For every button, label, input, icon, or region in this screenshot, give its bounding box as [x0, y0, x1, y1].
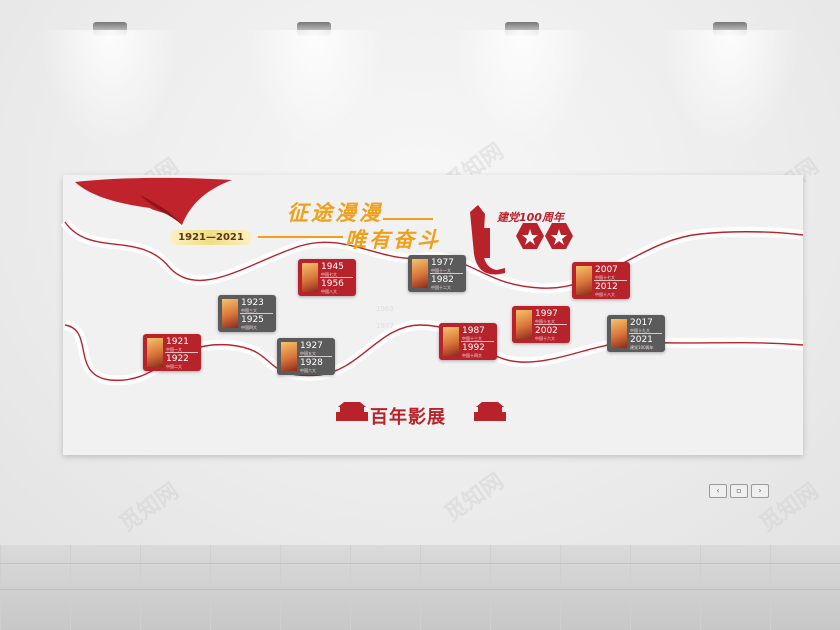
card-year: 1997 [535, 309, 558, 319]
divider [320, 277, 353, 278]
spotlight-glow [660, 30, 800, 150]
divider [461, 341, 494, 342]
display-board [63, 175, 803, 455]
timeline-card: 1977 中国十一大 1982 中国十二大 [408, 255, 466, 292]
card-caption: 中国六大 [300, 368, 316, 373]
divider [629, 333, 662, 334]
card-caption: 建党100周年 [630, 345, 654, 350]
card-year: 1925 [241, 315, 264, 325]
timeline-card: 1923 中国三大 1925 中国四大 [218, 295, 276, 332]
faint-year: 1969 [376, 305, 394, 313]
card-caption: 中国十六大 [535, 336, 555, 341]
faint-year: 1977 [376, 322, 394, 330]
timeline-card: 1997 中国十五大 2002 中国十六大 [512, 306, 570, 343]
photo-thumbnail [147, 338, 163, 367]
card-year: 2007 [595, 265, 618, 275]
centenary-emblem [470, 205, 573, 275]
timeline-card: 2007 中国十七大 2012 中国十八大 [572, 262, 630, 299]
bottom-title: 百年影展 [370, 407, 446, 428]
year-range-badge: 1921—2021 [170, 230, 252, 245]
floor [0, 545, 840, 630]
card-year: 1977 [431, 258, 454, 268]
headline-line2: 唯有奋斗 [345, 227, 441, 252]
card-year: 1928 [300, 358, 323, 368]
timeline-card: 1927 中国五大 1928 中国六大 [277, 338, 335, 375]
card-year: 1921 [166, 337, 189, 347]
card-year: 1922 [166, 354, 189, 364]
floor-line [0, 589, 840, 590]
spotlight-glow [245, 30, 385, 150]
card-year: 1982 [431, 275, 454, 285]
headline-line1: 征途漫漫 [287, 200, 383, 225]
card-caption: 中国三大 [241, 308, 257, 313]
spotlight-glow [452, 30, 592, 150]
card-year: 1987 [462, 326, 485, 336]
card-caption: 中国十四大 [462, 353, 482, 358]
flag-icon [75, 177, 232, 225]
divider [165, 352, 198, 353]
timeline-card: 2017 中国十九大 2021 建党100周年 [607, 315, 665, 352]
divider [299, 356, 332, 357]
card-caption: 中国一大 [166, 347, 182, 352]
photo-thumbnail [516, 310, 532, 339]
photo-thumbnail [443, 327, 459, 356]
card-year: 2021 [630, 335, 653, 345]
card-year: 1927 [300, 341, 323, 351]
divider [383, 218, 433, 220]
timeline-card: 1987 中国十三大 1992 中国十四大 [439, 323, 497, 360]
card-caption: 中国四大 [241, 325, 257, 330]
card-caption: 中国八大 [321, 289, 337, 294]
spotlight-glow [40, 30, 180, 150]
card-caption: 中国十五大 [535, 319, 555, 324]
photo-thumbnail [412, 259, 428, 288]
card-caption: 中国十三大 [462, 336, 482, 341]
divider [240, 313, 273, 314]
photo-thumbnail [576, 266, 592, 295]
divider [430, 273, 463, 274]
photo-thumbnail [281, 342, 297, 371]
prev-button[interactable]: ‹ [709, 484, 727, 498]
tiananmen-right-icon [474, 402, 506, 421]
card-caption: 中国十一大 [431, 268, 451, 273]
card-year: 2017 [630, 318, 653, 328]
photo-thumbnail [222, 299, 238, 328]
divider [258, 236, 343, 238]
card-year: 2002 [535, 326, 558, 336]
floor-line [0, 563, 840, 564]
photo-thumbnail [611, 319, 627, 348]
card-caption: 中国十八大 [595, 292, 615, 297]
card-year: 1945 [321, 262, 344, 272]
timeline-card: 1921 中国一大 1922 中国二大 [143, 334, 201, 371]
timeline-card: 1945 中国七大 1956 中国八大 [298, 259, 356, 296]
card-year: 1956 [321, 279, 344, 289]
party-label: 建党100周年 [497, 211, 564, 224]
next-button[interactable]: › [751, 484, 769, 498]
photo-thumbnail [302, 263, 318, 292]
menu-button[interactable]: ▫ [730, 484, 748, 498]
divider [534, 324, 567, 325]
card-caption: 中国十九大 [630, 328, 650, 333]
card-caption: 中国五大 [300, 351, 316, 356]
card-year: 1992 [462, 343, 485, 353]
card-caption: 中国十二大 [431, 285, 451, 290]
divider [594, 280, 627, 281]
card-year: 2012 [595, 282, 618, 292]
tiananmen-left-icon [336, 402, 368, 421]
card-caption: 中国七大 [321, 272, 337, 277]
card-caption: 中国二大 [166, 364, 182, 369]
card-year: 1923 [241, 298, 264, 308]
card-caption: 中国十七大 [595, 275, 615, 280]
